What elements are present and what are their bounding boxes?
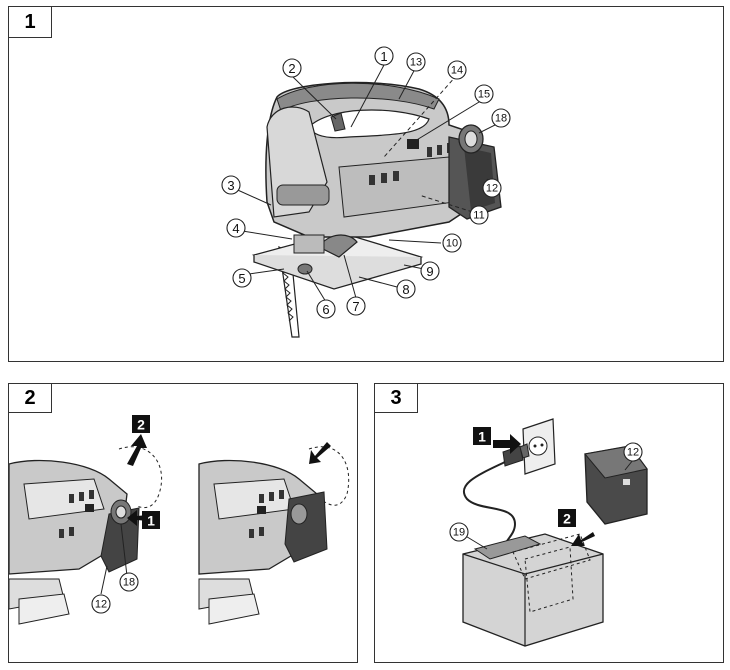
callout-p1-15: 18 <box>491 108 511 128</box>
callout-label: 13 <box>410 57 422 69</box>
callout-p1-5: 6 <box>316 299 336 319</box>
step-label: 1 <box>147 513 155 529</box>
callout-label: 11 <box>473 210 484 222</box>
jigsaw-illustration <box>230 64 502 338</box>
callout-label: 5 <box>238 271 245 286</box>
callout-label: 2 <box>288 61 295 76</box>
callout-p1-2: 3 <box>221 175 241 195</box>
callout-p3-1: 19 <box>449 522 469 542</box>
callout-p1-8: 9 <box>420 261 440 281</box>
panel-2-number: 2 <box>8 383 52 413</box>
callout-label: 8 <box>402 282 409 297</box>
step-label: 1 <box>478 429 486 445</box>
step-marker-p2-0: 1 <box>142 511 160 529</box>
callout-label: 10 <box>446 238 458 250</box>
callout-p1-12: 13 <box>406 52 426 72</box>
callout-label: 18 <box>123 577 135 589</box>
callout-label: 9 <box>426 264 433 279</box>
step-marker-p2-1: 2 <box>132 415 150 433</box>
callout-p1-4: 5 <box>232 268 252 288</box>
callout-label: 14 <box>451 65 463 77</box>
callout-label: 6 <box>322 302 329 317</box>
callout-label: 15 <box>478 89 490 101</box>
callout-label: 19 <box>453 527 465 539</box>
callout-label: 18 <box>495 113 507 125</box>
callout-p2-0: 18 <box>119 572 139 592</box>
callout-p1-1: 2 <box>282 58 302 78</box>
callout-p1-14: 15 <box>474 84 494 104</box>
battery-removal-illustration <box>8 434 350 625</box>
callout-p1-13: 14 <box>447 60 467 80</box>
callout-p3-0: 12 <box>623 442 643 462</box>
callout-label: 3 <box>227 178 234 193</box>
callout-label: 1 <box>380 49 387 64</box>
callout-label: 12 <box>486 183 498 195</box>
callout-p1-9: 10 <box>442 233 462 253</box>
callout-p1-6: 7 <box>346 296 366 316</box>
step-label: 2 <box>563 511 571 527</box>
callout-p2-1: 12 <box>91 594 111 614</box>
callout-label: 7 <box>352 299 359 314</box>
callout-p1-7: 8 <box>396 279 416 299</box>
step-label: 2 <box>137 417 145 433</box>
callout-p1-11: 12 <box>482 178 502 198</box>
panel-3-number: 3 <box>374 383 418 413</box>
callout-label: 12 <box>627 447 639 459</box>
panel-1-number: 1 <box>8 6 52 38</box>
callout-p1-10: 11 <box>469 205 489 225</box>
step-marker-p3-0: 1 <box>473 427 491 445</box>
step-marker-p3-1: 2 <box>558 509 576 527</box>
callout-p1-0: 1 <box>374 46 394 66</box>
callout-label: 12 <box>95 599 107 611</box>
charger-illustration <box>458 418 648 647</box>
callout-label: 4 <box>232 221 239 236</box>
callout-p1-3: 4 <box>226 218 246 238</box>
